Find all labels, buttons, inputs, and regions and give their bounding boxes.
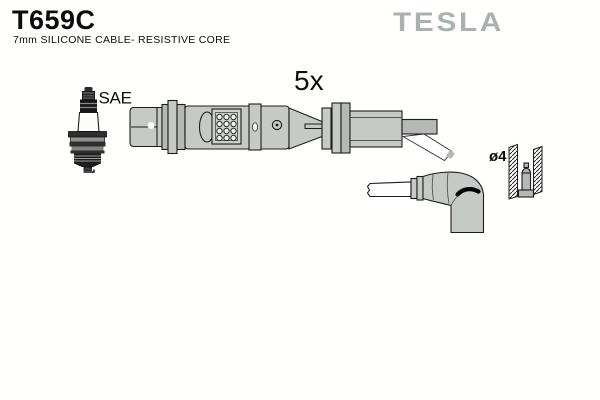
cable-stub <box>401 118 438 135</box>
boot-cross-section-drawing <box>508 143 543 200</box>
tesla-brand-logo: TESLA <box>393 7 505 37</box>
plug-pin-hole <box>147 122 155 129</box>
diameter-label: ø4 <box>489 148 507 165</box>
sae-label: SAE <box>99 89 132 108</box>
plug-boot-drawing <box>366 171 485 234</box>
spark-plug-icon <box>68 87 107 173</box>
screw-detail <box>271 119 283 131</box>
cable-spec-subtitle: 7mm SILICONE CABLE- RESISTIVE CORE <box>13 34 231 46</box>
cable-outline-segment <box>401 133 453 162</box>
boot-elbow-band <box>455 187 481 197</box>
part-number: T659C <box>12 5 96 35</box>
terminal-icon <box>517 162 535 198</box>
quantity-label: 5x <box>294 65 324 96</box>
coil-connector-drawing <box>129 99 455 162</box>
vent-grid-dots <box>216 113 237 142</box>
boot-cable-segment <box>366 181 412 198</box>
